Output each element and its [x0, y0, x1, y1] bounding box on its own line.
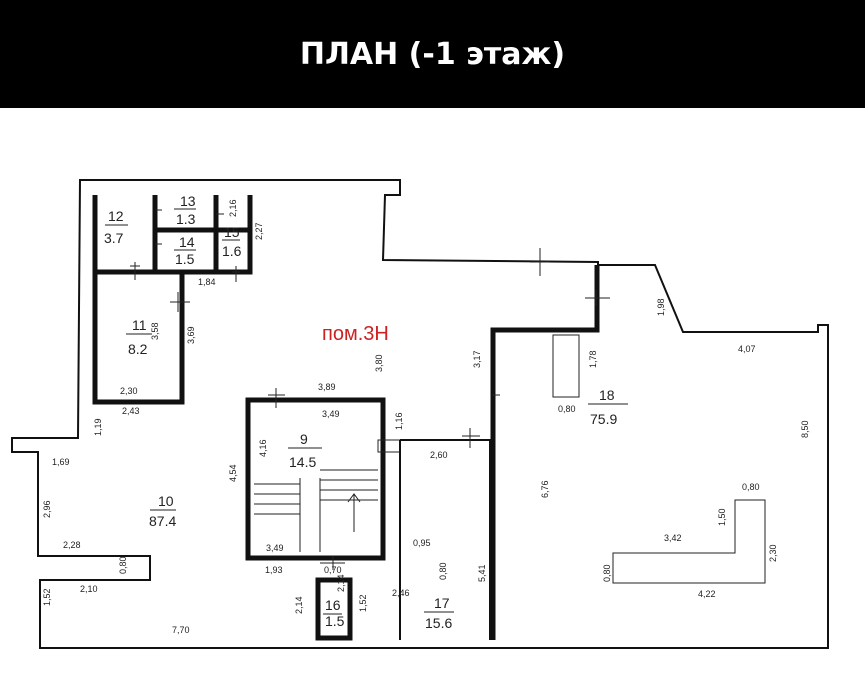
dim-label: 0,80: [118, 556, 128, 574]
dim-label: 0,80: [438, 562, 448, 580]
dim-label: 4,16: [258, 439, 268, 457]
wall-room-18: [490, 265, 600, 640]
dim-label: 3,49: [322, 409, 340, 419]
dim-label: 5,41: [477, 564, 487, 582]
dim-label: 1,93: [265, 565, 283, 575]
svg-text:10: 10: [158, 493, 174, 509]
dim-label: 2,14: [294, 596, 304, 614]
dim-label: 2,60: [430, 450, 448, 460]
dim-label: 3,49: [266, 543, 284, 553]
dim-label: 0,80: [742, 482, 760, 492]
dim-label: 1,52: [42, 588, 52, 606]
dim-label: 0,80: [558, 404, 576, 414]
dim-label: 2,96: [42, 500, 52, 518]
svg-text:1.6: 1.6: [222, 243, 242, 259]
wall-small-rooms: [92, 195, 253, 275]
svg-text:15: 15: [224, 224, 240, 240]
floor-plan: пом.3Н 12 3.7 13 1.3 14 1.5 15 1.6 11 8.…: [11, 179, 829, 649]
column-1: [552, 334, 580, 398]
dim-label: 2,14: [336, 574, 346, 592]
dim-label: 2,43: [122, 406, 140, 416]
svg-text:16: 16: [325, 597, 341, 613]
wall-room-9: [245, 397, 386, 561]
dim-label: 3,58: [150, 322, 160, 340]
dim-label: 3,42: [664, 533, 682, 543]
dim-label: 2,10: [80, 584, 98, 594]
dim-label: 2,30: [768, 544, 778, 562]
dim-label: 1,16: [394, 412, 404, 430]
svg-text:87.4: 87.4: [149, 513, 176, 529]
dim-label: 1,19: [93, 418, 103, 436]
dim-label: 2,16: [228, 199, 238, 217]
dim-label: 2,30: [120, 386, 138, 396]
svg-text:75.9: 75.9: [590, 411, 617, 427]
dim-label: 8,50: [800, 420, 810, 438]
dim-label: 7,70: [172, 625, 190, 635]
room-10: 10 87.4: [149, 493, 176, 529]
svg-text:15.6: 15.6: [425, 615, 452, 631]
dim-label: 0,80: [602, 564, 612, 582]
header-bar: ПЛАН (-1 этаж): [0, 0, 865, 108]
dim-label: 3,17: [472, 350, 482, 368]
svg-text:11: 11: [132, 317, 147, 333]
dim-label: 4,22: [698, 589, 716, 599]
dim-label: 1,69: [52, 457, 70, 467]
common-area-label: пом.3Н: [322, 323, 389, 345]
column-l-shape: [612, 499, 766, 584]
svg-text:1.5: 1.5: [325, 613, 345, 629]
svg-text:17: 17: [434, 595, 450, 611]
room-12: 12 3.7: [104, 208, 124, 246]
wall-room-11: [92, 272, 185, 405]
dim-label: 2,28: [63, 540, 81, 550]
svg-text:9: 9: [300, 431, 308, 447]
room-17: 17 15.6: [425, 595, 452, 631]
room-13: 13 1.3: [176, 193, 196, 227]
dim-label: 2,27: [254, 222, 264, 240]
room-16: 16 1.5: [325, 597, 345, 629]
svg-text:18: 18: [599, 387, 615, 403]
dim-label: 2,46: [392, 588, 410, 598]
svg-text:12: 12: [108, 208, 124, 224]
door-marks: [130, 209, 610, 570]
dim-label: 1,78: [588, 350, 598, 368]
svg-text:1.5: 1.5: [175, 251, 195, 267]
dim-label: 4,07: [738, 344, 756, 354]
dim-label: 1,84: [198, 277, 216, 287]
dim-label: 1,52: [358, 594, 368, 612]
wall-corridor: [400, 439, 491, 640]
dim-label: 4,54: [228, 464, 238, 482]
dim-label: 0,95: [413, 538, 431, 548]
dimension-labels: 2,16 2,27 1,84 3,58 3,69 2,30 2,43 3,89 …: [42, 199, 810, 635]
dim-label: 3,69: [186, 326, 196, 344]
svg-text:3.7: 3.7: [104, 230, 124, 246]
room-number-underlines: [105, 208, 628, 615]
dim-label: 6,76: [540, 480, 550, 498]
dim-label: 1,98: [656, 298, 666, 316]
page-title: ПЛАН (-1 этаж): [299, 36, 566, 72]
dim-label: 1,50: [717, 508, 727, 526]
svg-text:8.2: 8.2: [128, 341, 148, 357]
svg-text:1.3: 1.3: [176, 211, 196, 227]
wall-room-16: [315, 577, 353, 641]
dim-label: 3,80: [374, 354, 384, 372]
outer-wall: [11, 179, 829, 649]
room-9: 9 14.5: [289, 431, 316, 470]
room-18: 18 75.9: [590, 387, 617, 427]
room-15: 15 1.6: [222, 224, 242, 259]
svg-text:14.5: 14.5: [289, 454, 316, 470]
room-14: 14 1.5: [175, 234, 195, 267]
dim-label: 3,89: [318, 382, 336, 392]
dim-label: 0,70: [324, 565, 342, 575]
room-11: 11 8.2: [128, 317, 148, 357]
svg-text:14: 14: [179, 234, 195, 250]
svg-text:13: 13: [180, 193, 196, 209]
stairs: [254, 469, 378, 552]
